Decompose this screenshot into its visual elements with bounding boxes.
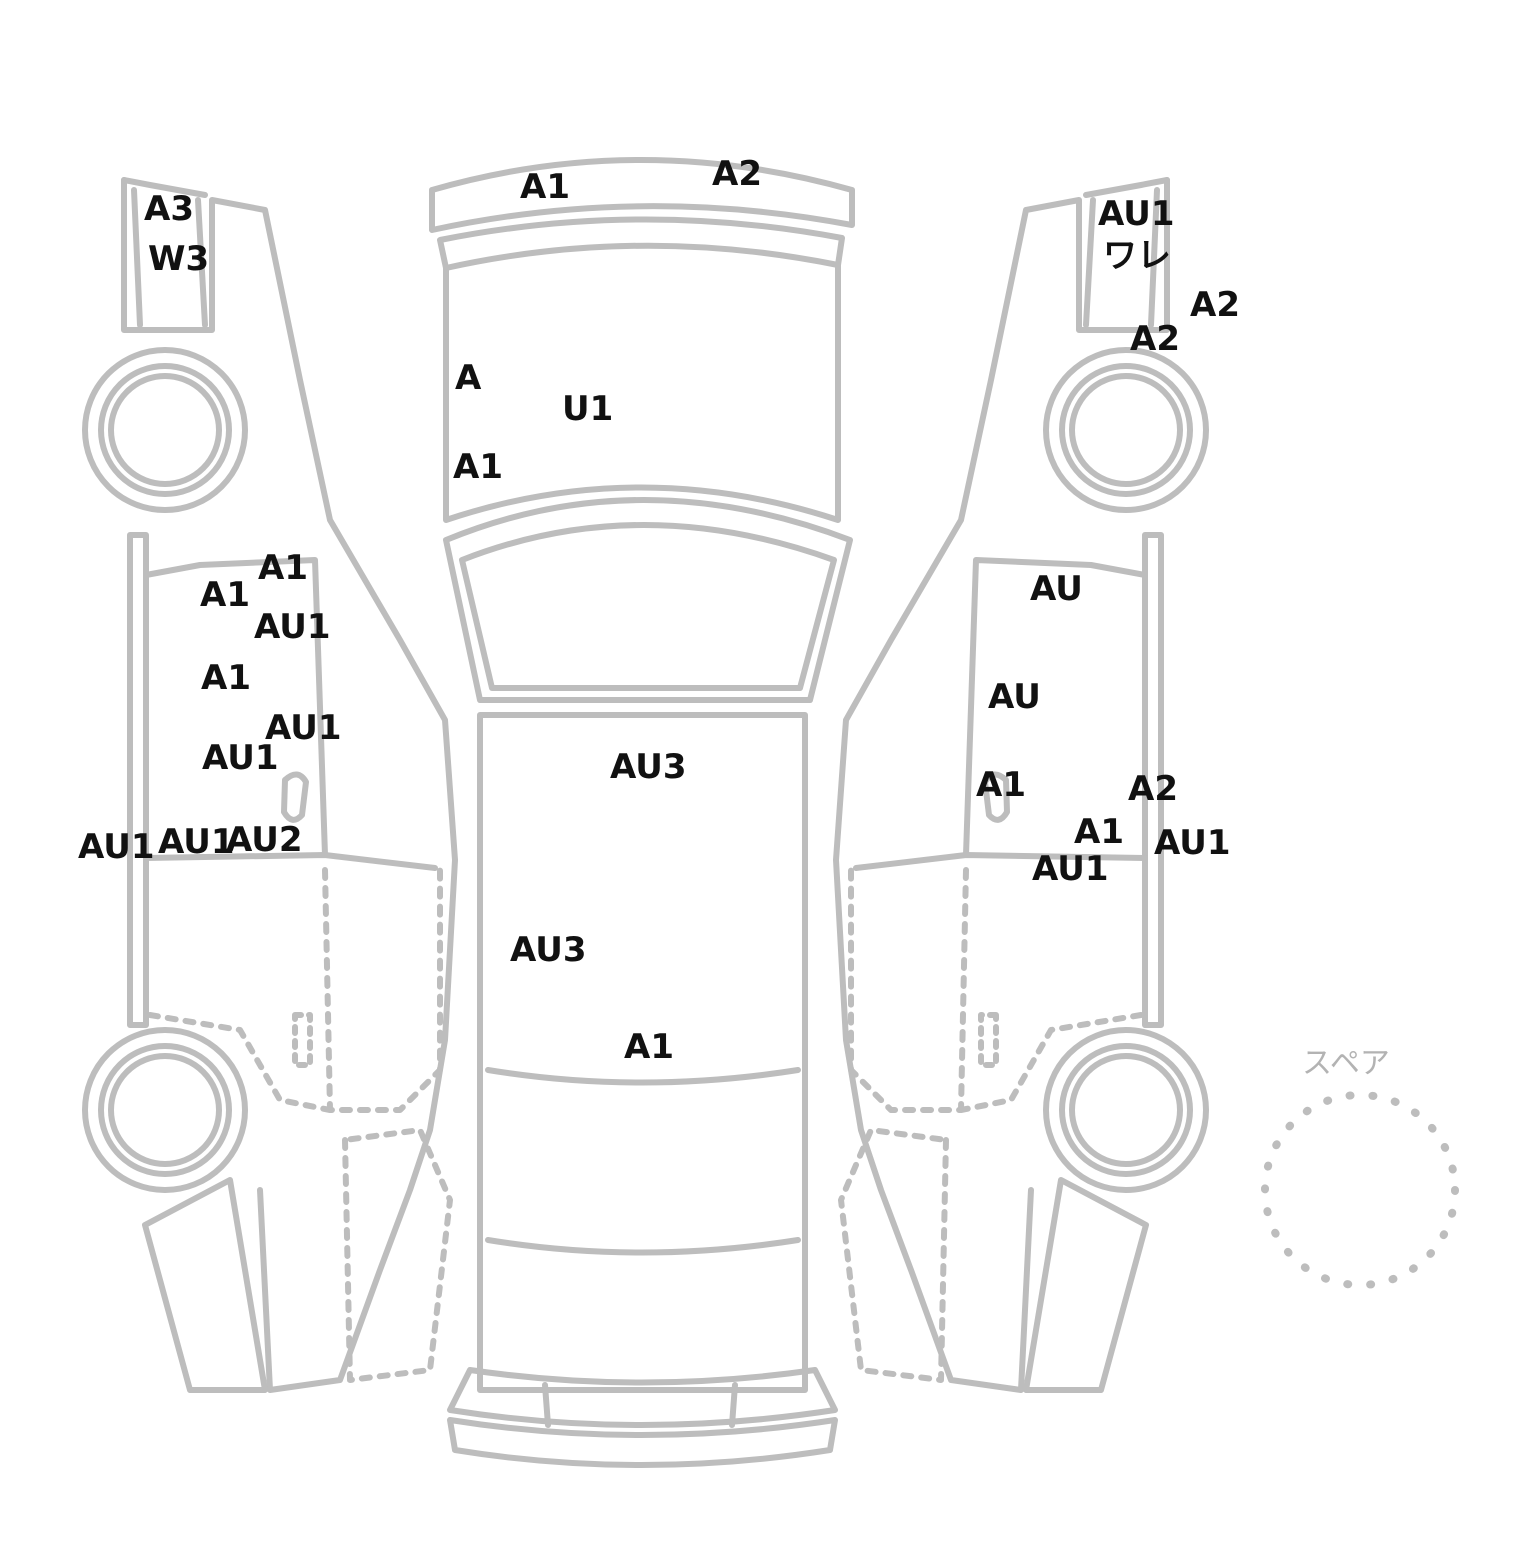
damage-code-hood: A bbox=[455, 358, 482, 398]
right-fuel-door-dashed bbox=[978, 1012, 999, 1068]
left-rear-panel bbox=[142, 1177, 268, 1393]
damage-code-left-door: AU1 bbox=[254, 607, 331, 647]
right-front-edge bbox=[1083, 177, 1170, 198]
cabin-outline bbox=[477, 712, 808, 1393]
damage-code-hood: A1 bbox=[453, 447, 503, 487]
left-rear-wheel bbox=[82, 1027, 248, 1193]
damage-code-left-door: AU1 bbox=[265, 708, 342, 748]
left-front-edge bbox=[121, 177, 208, 198]
right-rear-door-dashed bbox=[848, 867, 1144, 1113]
left-front-wheel bbox=[82, 347, 248, 513]
damage-code-left-door: A1 bbox=[200, 575, 250, 615]
damage-code-left-door: A1 bbox=[258, 548, 308, 588]
damage-code-right-sill: AU1 bbox=[1154, 823, 1231, 863]
spare-tire-label: スペア bbox=[1302, 1046, 1390, 1081]
left-sill bbox=[127, 532, 149, 1028]
left-rear-wheel-inner bbox=[98, 1043, 232, 1177]
rear-bumper-outline bbox=[447, 1367, 838, 1428]
left-front-fender-outline bbox=[121, 177, 458, 1393]
damage-code-right-door: A1 bbox=[976, 765, 1026, 805]
right-door-belt bbox=[853, 852, 1148, 871]
damage-code-left-sill: AU1 bbox=[158, 822, 235, 862]
left-rear-quarter-dashed bbox=[342, 1127, 453, 1383]
front-bumper-outline bbox=[429, 157, 855, 233]
damage-code-right-door: AU bbox=[988, 677, 1041, 717]
right-front-wheel bbox=[1043, 347, 1209, 513]
left-rear-wheel-hub bbox=[108, 1053, 222, 1167]
damage-code-hood: U1 bbox=[562, 389, 614, 429]
left-front-fender-inner bbox=[131, 187, 208, 328]
damage-code-front-bumper: A1 bbox=[520, 167, 570, 207]
rear-bumper-step bbox=[542, 1382, 738, 1428]
right-front-fender-outline bbox=[833, 177, 1170, 1393]
windshield-inner bbox=[459, 522, 837, 691]
rear-window-line-1 bbox=[485, 1067, 801, 1086]
right-rear-wheel-inner bbox=[1059, 1043, 1193, 1177]
damage-code-roof: AU3 bbox=[510, 930, 587, 970]
hood-outline bbox=[443, 262, 841, 523]
damage-code-right-sill: AU1 bbox=[1032, 849, 1109, 889]
left-door-window bbox=[143, 557, 328, 858]
right-front-fender-inner bbox=[1083, 187, 1160, 328]
spare-tire-outline bbox=[1261, 1091, 1459, 1289]
damage-code-left-door: A1 bbox=[201, 658, 251, 698]
left-front-wheel-hub bbox=[108, 373, 222, 487]
damage-code-left-sill: AU2 bbox=[226, 820, 303, 860]
damage-code-right-door: A1 bbox=[1074, 812, 1124, 852]
damage-code-left-sill: AU1 bbox=[78, 827, 155, 867]
left-fuel-door-dashed bbox=[292, 1012, 313, 1068]
damage-code-left-front-fender: W3 bbox=[148, 239, 210, 279]
left-front-wheel-inner bbox=[98, 363, 232, 497]
top-view bbox=[429, 157, 855, 1468]
right-sill bbox=[1142, 532, 1164, 1028]
damage-code-right-front-fender: A2 bbox=[1130, 319, 1180, 359]
damage-code-roof: AU3 bbox=[610, 747, 687, 787]
right-rear-wheel-hub bbox=[1069, 1053, 1183, 1167]
right-rear-quarter-dashed bbox=[838, 1127, 949, 1383]
rear-window-line-2 bbox=[485, 1237, 801, 1256]
rear-bumper-inner bbox=[447, 1417, 838, 1468]
damage-code-left-door: AU1 bbox=[202, 738, 279, 778]
damage-code-right-front-fender: A2 bbox=[1190, 285, 1240, 325]
left-door-handle bbox=[281, 771, 309, 823]
damage-code-roof: A1 bbox=[624, 1027, 674, 1067]
damage-code-front-bumper: A2 bbox=[712, 154, 762, 194]
damage-code-right-front-fender: AU1 bbox=[1098, 194, 1175, 234]
left-door-belt bbox=[143, 852, 438, 871]
right-rear-panel bbox=[1023, 1177, 1149, 1393]
windshield bbox=[443, 497, 853, 703]
damage-code-right-door: AU bbox=[1030, 569, 1083, 609]
right-front-wheel-inner bbox=[1059, 363, 1193, 497]
right-side-view bbox=[833, 177, 1209, 1393]
right-door-window bbox=[963, 557, 1148, 858]
right-rear-wheel bbox=[1043, 1027, 1209, 1193]
damage-code-left-front-fender: A3 bbox=[144, 189, 194, 229]
damage-code-right-front-fender: ワレ bbox=[1103, 236, 1171, 276]
front-bumper-inner bbox=[437, 216, 845, 271]
right-front-wheel-hub bbox=[1069, 373, 1183, 487]
right-door-handle bbox=[982, 771, 1010, 823]
left-side-view bbox=[82, 177, 458, 1393]
left-rear-door-dashed bbox=[147, 867, 443, 1113]
damage-code-right-door: A2 bbox=[1128, 769, 1178, 809]
